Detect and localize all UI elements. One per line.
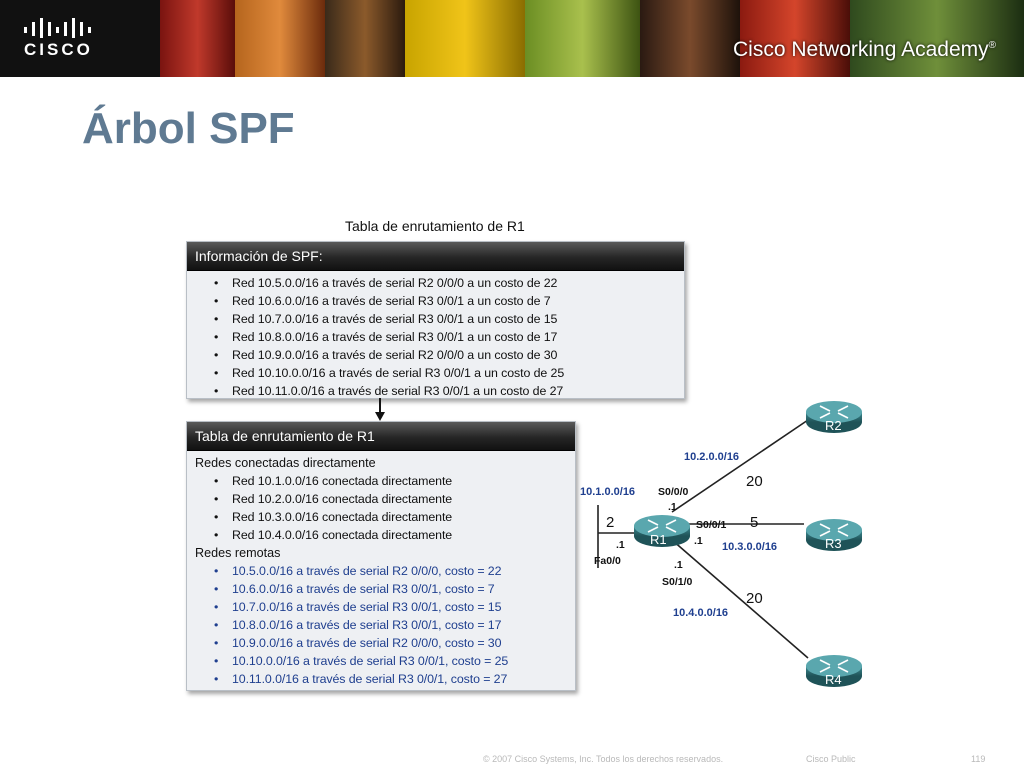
routing-table-panel: Tabla de enrutamiento de R1 Redes conect…: [186, 421, 576, 691]
cost-label-r1-r3: 5: [750, 514, 758, 531]
if-label-fa00-host: .1: [616, 539, 625, 551]
banner-photo-strip: [160, 0, 1024, 77]
remote-item: 10.8.0.0/16 a través de serial R3 0/0/1,…: [187, 616, 575, 634]
academy-name: Cisco Networking Academy: [733, 38, 989, 61]
net-label-r1-r2: 10.2.0.0/16: [684, 451, 739, 463]
cisco-logo: CISCO: [0, 0, 160, 77]
router-r3: R3: [805, 518, 863, 552]
cost-label-lan: 2: [606, 514, 614, 531]
if-label-s010-host: .1: [674, 559, 683, 571]
footer-classification: Cisco Public: [806, 754, 856, 764]
spf-item: Red 10.10.0.0/16 a través de serial R3 0…: [187, 364, 684, 382]
connected-item: Red 10.4.0.0/16 conectada directamente: [187, 526, 575, 544]
diagram-caption: Tabla de enrutamiento de R1: [345, 218, 525, 234]
spf-item: Red 10.5.0.0/16 a través de serial R2 0/…: [187, 274, 684, 292]
connected-list: Red 10.1.0.0/16 conectada directamente R…: [187, 472, 575, 544]
academy-wordmark: Cisco Networking Academy®: [733, 38, 996, 62]
cisco-wordmark: CISCO: [24, 40, 93, 59]
page-title: Árbol SPF: [82, 104, 295, 153]
cost-label-r1-r4: 20: [746, 590, 763, 607]
router-r2: R2: [805, 400, 863, 434]
link-r1-r4: [671, 539, 809, 659]
footer-page-number: 119: [971, 754, 986, 764]
router-r2-label: R2: [825, 418, 842, 433]
if-label-s001-host: .1: [694, 535, 703, 547]
spf-item: Red 10.7.0.0/16 a través de serial R3 0/…: [187, 310, 684, 328]
cost-label-r1-r2: 20: [746, 473, 763, 490]
if-label-fa00: Fa0/0: [594, 555, 621, 567]
remote-list: 10.5.0.0/16 a través de serial R2 0/0/0,…: [187, 562, 575, 688]
spf-list: Red 10.5.0.0/16 a través de serial R2 0/…: [187, 271, 684, 400]
spf-item: Red 10.11.0.0/16 a través de serial R3 0…: [187, 382, 684, 400]
remote-item: 10.9.0.0/16 a través de serial R2 0/0/0,…: [187, 634, 575, 652]
router-r3-label: R3: [825, 536, 842, 551]
if-label-s001: S0/0/1: [696, 519, 727, 531]
spf-item: Red 10.8.0.0/16 a través de serial R3 0/…: [187, 328, 684, 346]
if-label-s000-host: .1: [668, 501, 677, 513]
connected-item: Red 10.3.0.0/16 conectada directamente: [187, 508, 575, 526]
routing-panel-body: Redes conectadas directamente Red 10.1.0…: [187, 451, 575, 688]
registered-mark: ®: [988, 40, 996, 51]
if-label-s000: S0/0/0: [658, 486, 689, 498]
net-label-r1-r3: 10.3.0.0/16: [722, 541, 777, 553]
remote-item: 10.6.0.0/16 a través de serial R3 0/0/1,…: [187, 580, 575, 598]
header-banner: CISCO Cisco Networking Academy®: [0, 0, 1024, 77]
connected-item: Red 10.2.0.0/16 conectada directamente: [187, 490, 575, 508]
if-label-s010: S0/1/0: [662, 576, 693, 588]
network-topology-diagram: R1 R2 R3 R4 10.1.0.0/16 10.2.0.0/16 10.3…: [580, 400, 863, 688]
remote-item: 10.5.0.0/16 a través de serial R2 0/0/0,…: [187, 562, 575, 580]
down-arrow-icon: [375, 398, 385, 421]
remote-heading: Redes remotas: [195, 546, 281, 560]
router-r4: R4: [805, 654, 863, 688]
spf-item: Red 10.9.0.0/16 a través de serial R2 0/…: [187, 346, 684, 364]
remote-item: 10.11.0.0/16 a través de serial R3 0/0/1…: [187, 670, 575, 688]
router-r1-label: R1: [650, 532, 667, 547]
link-r1-r2: [671, 419, 809, 513]
spf-info-panel: Información de SPF: Red 10.5.0.0/16 a tr…: [186, 241, 685, 400]
remote-item: 10.7.0.0/16 a través de serial R3 0/0/1,…: [187, 598, 575, 616]
spf-item: Red 10.6.0.0/16 a través de serial R3 0/…: [187, 292, 684, 310]
net-label-lan: 10.1.0.0/16: [580, 486, 635, 498]
routing-panel-title: Tabla de enrutamiento de R1: [187, 422, 575, 451]
footer-copyright: © 2007 Cisco Systems, Inc. Todos los der…: [483, 754, 724, 764]
connected-heading: Redes conectadas directamente: [195, 456, 376, 470]
cisco-bars-icon: [24, 18, 91, 38]
spf-panel-title: Información de SPF:: [187, 242, 684, 271]
remote-item: 10.10.0.0/16 a través de serial R3 0/0/1…: [187, 652, 575, 670]
connected-item: Red 10.1.0.0/16 conectada directamente: [187, 472, 575, 490]
router-r4-label: R4: [825, 672, 842, 687]
router-r1: R1: [633, 514, 691, 548]
net-label-r1-r4: 10.4.0.0/16: [673, 607, 728, 619]
